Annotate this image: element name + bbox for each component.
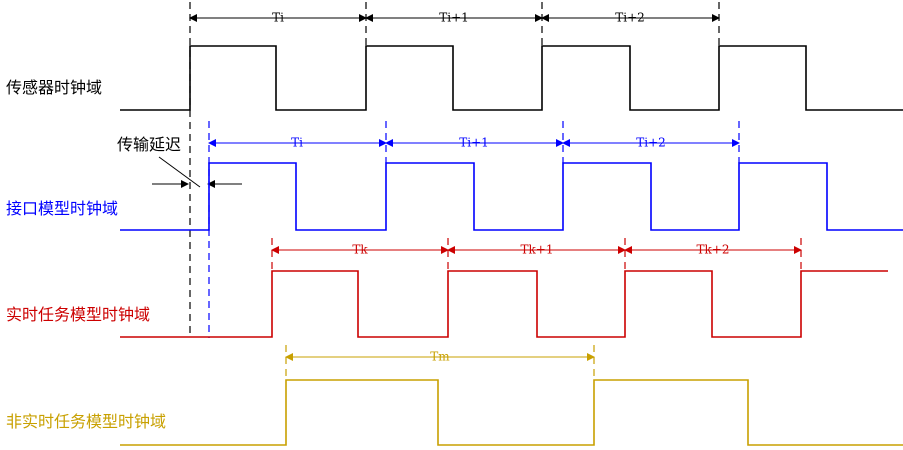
realtime-period-label-2: Tk+1 xyxy=(521,243,554,257)
interface-clock-waveform xyxy=(120,162,903,231)
interface-domain-label: 接口模型时钟域 xyxy=(6,199,118,218)
sensor-domain-label: 传感器时钟域 xyxy=(6,78,102,97)
interface-period-label-3: Ti+2 xyxy=(636,136,666,150)
transmission-delay-label: 传输延迟 xyxy=(117,135,181,154)
delay-leader-line xyxy=(158,156,201,188)
realtime-domain-label: 实时任务模型时钟域 xyxy=(6,305,150,324)
realtime-period-label-3: Tk+2 xyxy=(697,243,730,257)
interface-period-label-2: Ti+1 xyxy=(459,136,489,150)
sensor-period-label-1: Ti xyxy=(272,11,284,25)
sensor-period-label-3: Ti+2 xyxy=(615,11,645,25)
nonrealtime-period-label: Tm xyxy=(430,350,450,364)
realtime-period-label-1: Tk xyxy=(352,243,368,257)
nonrealtime-clock-waveform xyxy=(120,379,903,446)
nonrealtime-domain-label: 非实时任务模型时钟域 xyxy=(6,412,166,431)
sensor-period-label-2: Ti+1 xyxy=(439,11,469,25)
realtime-clock-waveform xyxy=(120,270,888,338)
interface-period-label-1: Ti xyxy=(291,136,303,150)
sensor-clock-waveform xyxy=(120,45,903,111)
